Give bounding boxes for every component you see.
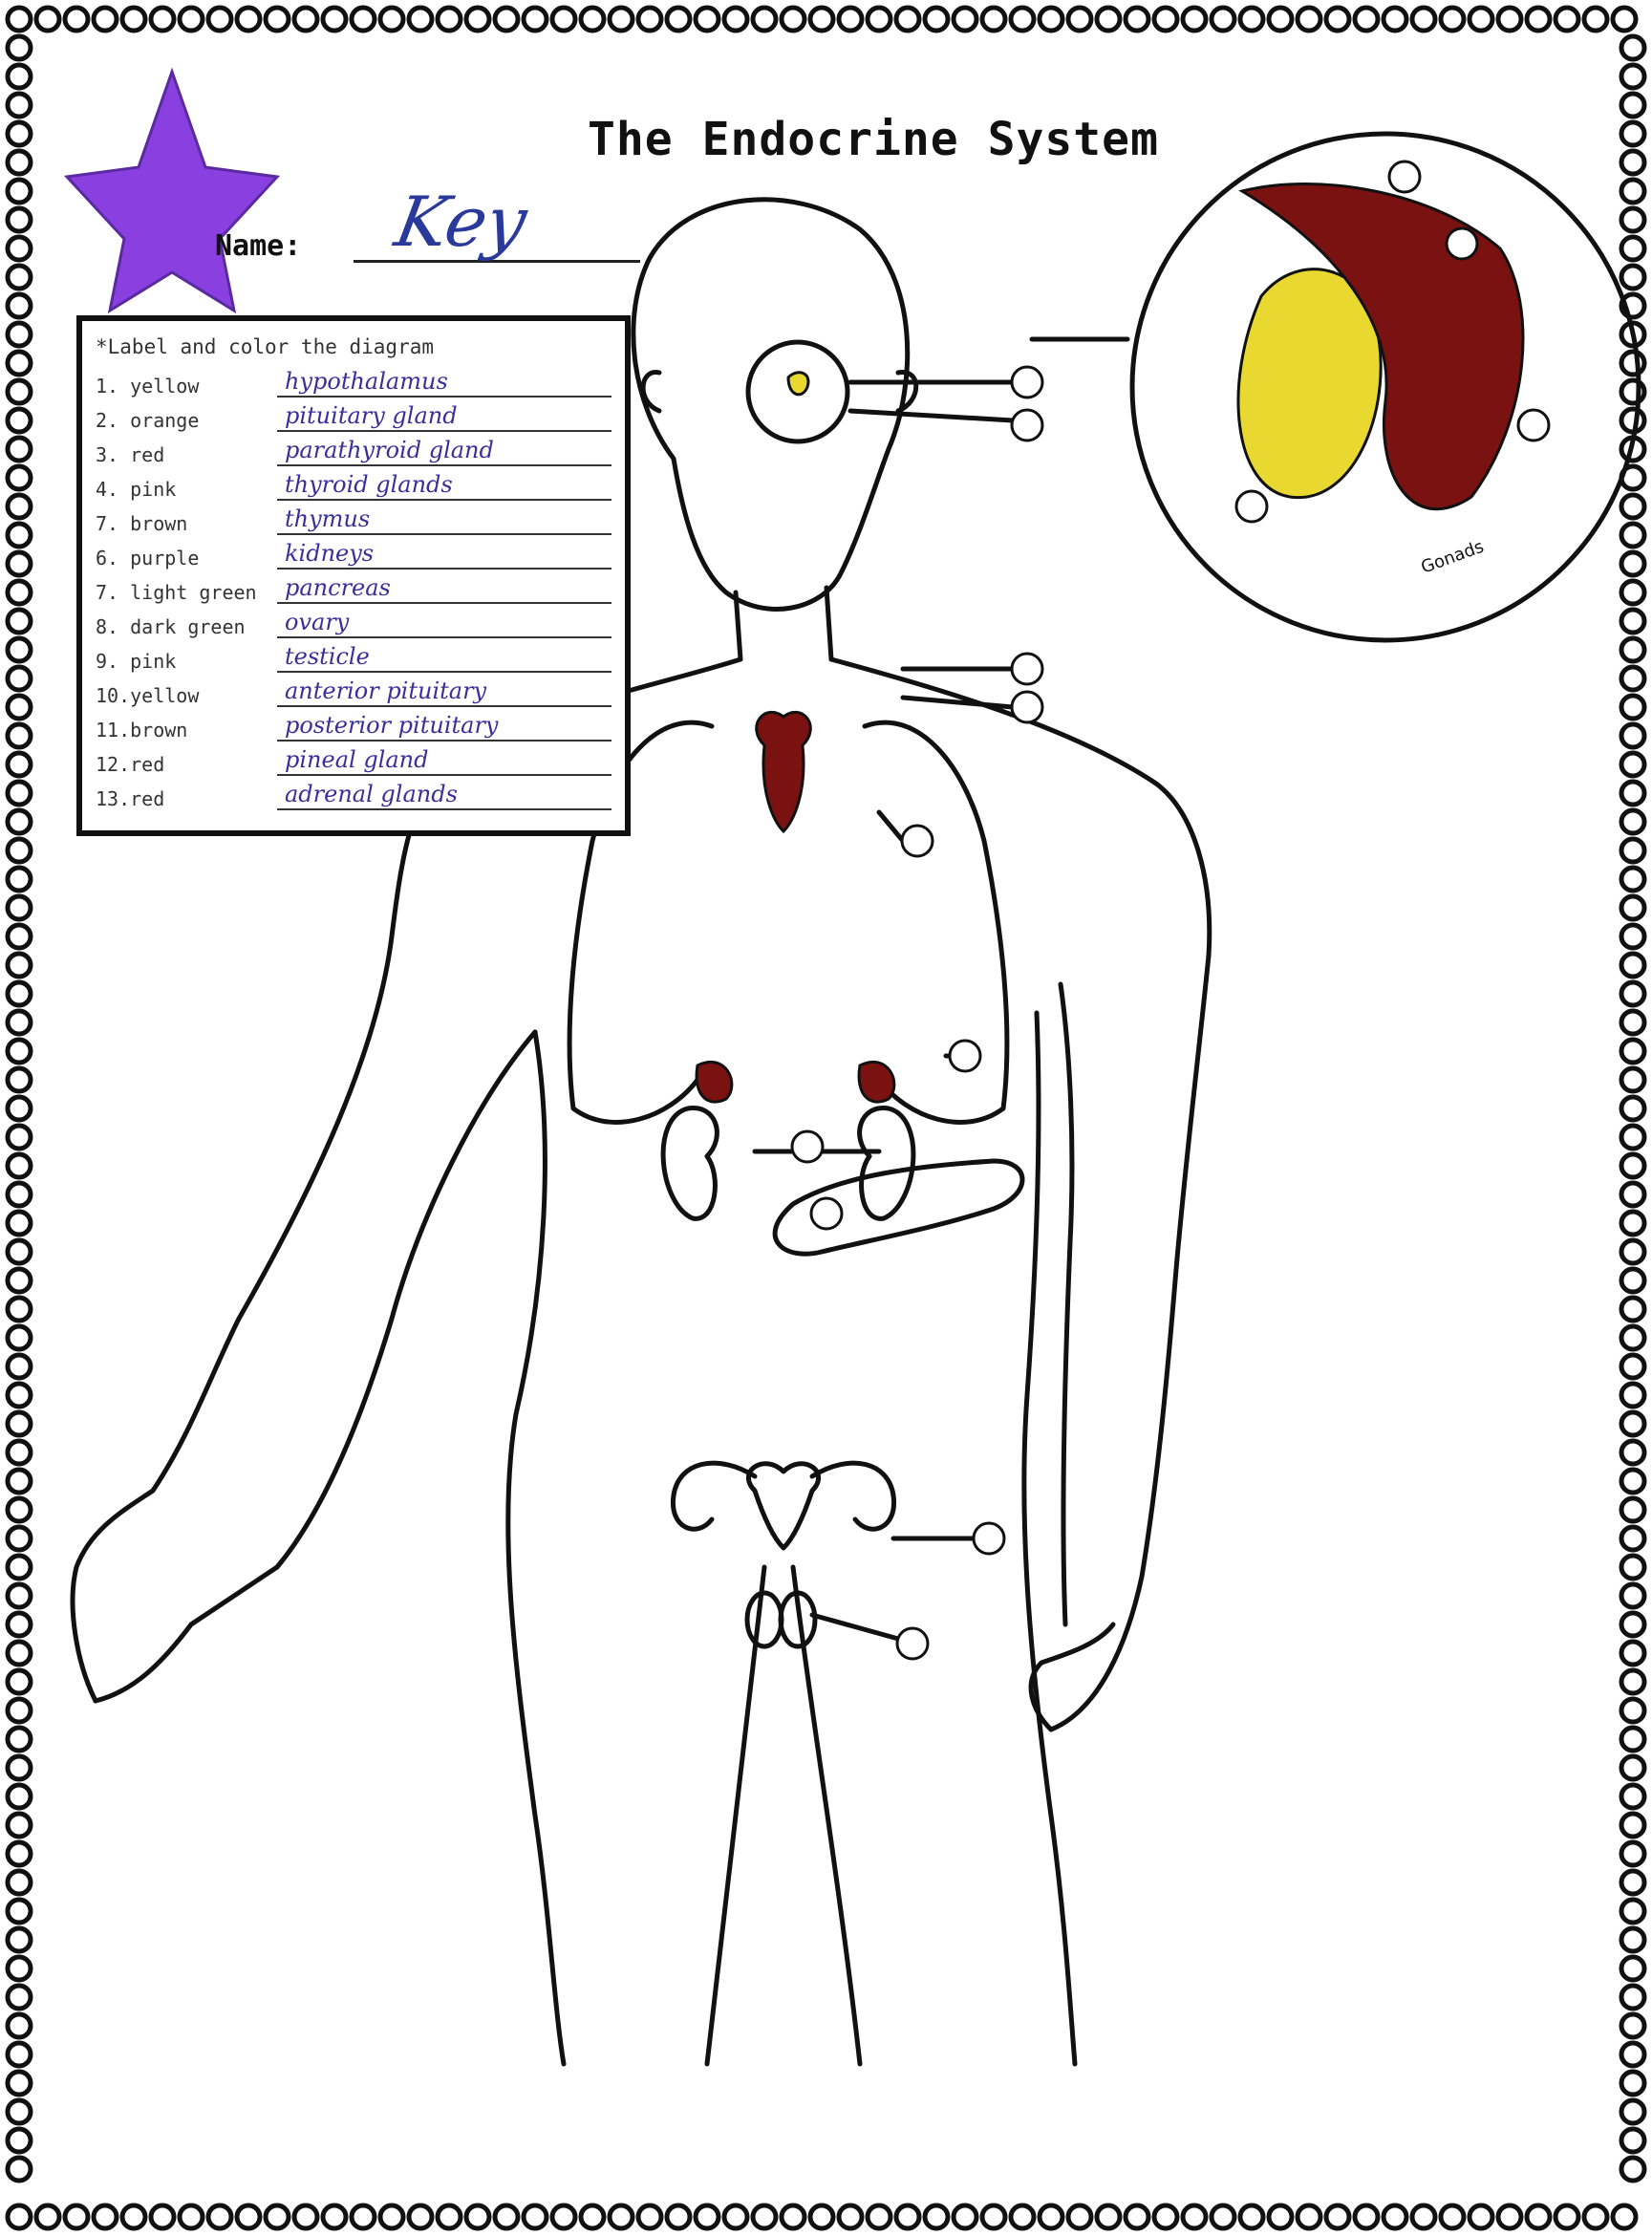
key-color-label: 13.red [96,787,277,810]
key-answer: kidneys [277,539,611,570]
key-row: 8. dark greenovary [96,604,611,638]
key-row: 7. brownthymus [96,501,611,535]
left-hand [96,1567,277,1701]
key-answer: adrenal glands [277,780,611,810]
key-answer: hypothalamus [277,367,611,398]
testicle-left [747,1593,782,1646]
instructions: *Label and color the diagram [96,331,611,363]
key-answer: pancreas [277,573,611,604]
left-kidney [663,1108,717,1219]
key-answer: pineal gland [277,745,611,776]
right-adrenal-fill [859,1062,894,1102]
key-row: 10.yellowanterior pituitary [96,673,611,707]
star-icon [67,72,277,311]
key-color-label: 6. purple [96,547,277,570]
key-box: *Label and color the diagram 1. yellowhy… [76,315,631,836]
key-color-label: 10.yellow [96,684,277,707]
left-inner-arm [277,1032,535,1567]
neck-right [826,588,831,659]
key-color-label: 2. orange [96,409,277,432]
name-label: Name: [215,229,301,263]
page-title: The Endocrine System [588,113,1159,166]
key-answer: anterior pituitary [277,677,611,707]
key-answer: thyroid glands [277,470,611,501]
name-value: Key [390,182,533,262]
key-answer: parathyroid gland [277,436,611,466]
key-answer: posterior pituitary [277,711,611,742]
inset-label: Gonads [1419,537,1487,578]
key-row: 6. purplekidneys [96,535,611,570]
inner-leg-right [793,1567,860,2064]
key-answer: thymus [277,505,611,535]
key-color-label: 1. yellow [96,375,277,398]
key-row: 3. redparathyroid gland [96,432,611,466]
right-torso [1024,1013,1075,2064]
key-color-label: 11.brown [96,719,277,742]
key-row: 9. pinktesticle [96,638,611,673]
key-row: 1. yellowhypothalamus [96,363,611,398]
key-row: 7. light greenpancreas [96,570,611,604]
right-lung [865,722,1007,1122]
left-tube [673,1463,755,1529]
left-torso [508,1032,564,2064]
brain-gland [788,373,808,395]
key-color-label: 4. pink [96,478,277,501]
key-color-label: 7. brown [96,512,277,535]
head-outline [633,200,908,610]
key-row: 13.redadrenal glands [96,776,611,810]
key-color-label: 9. pink [96,650,277,673]
key-answer: ovary [277,608,611,638]
key-color-label: 12.red [96,753,277,776]
thyroid-fill [757,712,811,831]
right-inner-arm [1061,984,1072,1624]
key-color-label: 8. dark green [96,615,277,638]
left-adrenal-fill [697,1062,732,1102]
key-row: 11.brownposterior pituitary [96,707,611,742]
right-kidney [860,1108,913,1219]
leader-lines [755,339,1127,1639]
uterus [748,1464,818,1548]
right-hand [1031,1624,1113,1730]
key-color-label: 7. light green [96,581,277,604]
key-color-label: 3. red [96,443,277,466]
key-answer: testicle [277,642,611,673]
key-row: 2. orangepituitary gland [96,398,611,432]
inset-yellow-gland [1238,269,1381,498]
right-tube [812,1463,894,1529]
key-answer: pituitary gland [277,401,611,432]
